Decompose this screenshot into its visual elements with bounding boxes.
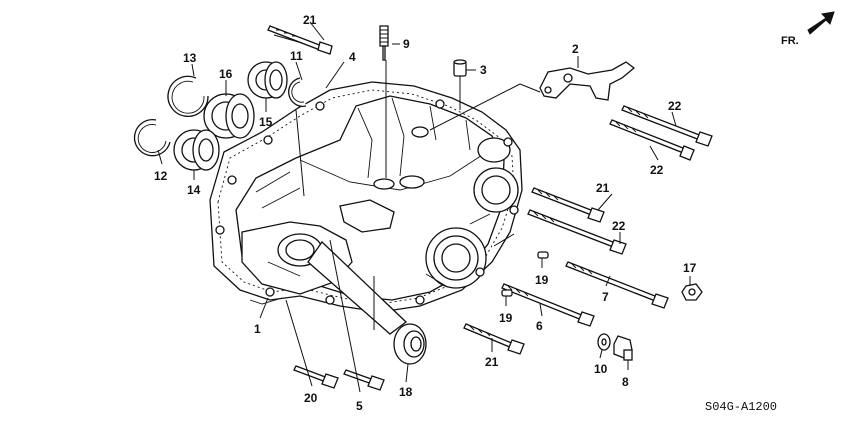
- bolt-21-low: [463, 323, 525, 355]
- callout-21-mid: 21: [596, 181, 610, 195]
- callout-22-b: 22: [650, 163, 664, 177]
- bearing-14: [173, 129, 220, 171]
- plug-8: [613, 335, 633, 361]
- callouts: 1 2 3 4 5 6 7 8 9 10 11 12 13 14 15 16 1…: [154, 13, 697, 413]
- callout-6: 6: [536, 319, 543, 333]
- callout-10: 10: [594, 362, 608, 376]
- callout-15: 15: [259, 115, 273, 129]
- callout-17: 17: [683, 261, 697, 275]
- bolt-22-a: [609, 119, 695, 161]
- bolt-22-b: [621, 105, 713, 147]
- callout-16: 16: [219, 67, 233, 81]
- snap-ring-11: [288, 77, 307, 107]
- bolt-9-breather: [379, 25, 389, 61]
- callout-1: 1: [254, 322, 261, 336]
- bolt-7: [565, 261, 669, 309]
- callout-19-a: 19: [535, 273, 549, 287]
- callout-2: 2: [572, 42, 579, 56]
- bolt-20: [293, 365, 339, 389]
- oil-seal-18: [393, 323, 427, 365]
- bolt-21-mid: [531, 187, 605, 223]
- callout-22-a: 22: [668, 99, 682, 113]
- callout-22-c: 22: [612, 219, 626, 233]
- pin-19-a: [537, 251, 549, 259]
- callout-14: 14: [187, 183, 201, 197]
- bearing-15: [247, 61, 288, 99]
- bolt-6: [501, 283, 595, 327]
- bolt-21-top: [267, 25, 333, 55]
- snap-ring-13: [167, 75, 209, 117]
- callout-19-b: 19: [499, 311, 513, 325]
- callout-9: 9: [403, 37, 410, 51]
- callout-5: 5: [356, 399, 363, 413]
- front-direction-arrow: FR.: [781, 11, 835, 47]
- diagram-code: S04G-A1200: [705, 400, 777, 414]
- callout-3: 3: [480, 63, 487, 77]
- bolt-22-c: [527, 209, 627, 255]
- callout-13: 13: [183, 51, 197, 65]
- bolt-5: [343, 369, 385, 391]
- callout-12: 12: [154, 169, 168, 183]
- callout-18: 18: [399, 385, 413, 399]
- bracket-2: [539, 61, 636, 101]
- callout-21-top: 21: [303, 13, 317, 27]
- callout-4: 4: [349, 50, 356, 64]
- callout-8: 8: [622, 375, 629, 389]
- callout-7: 7: [602, 290, 609, 304]
- snap-ring-12: [133, 119, 171, 157]
- transmission-housing: [209, 81, 523, 335]
- front-direction-label: FR.: [781, 35, 799, 47]
- callout-20: 20: [304, 391, 318, 405]
- washer-10: [597, 333, 611, 351]
- leader-lines: [157, 21, 691, 393]
- pin-19-b: [501, 289, 513, 297]
- cap-3: [453, 59, 467, 77]
- nut-17: [681, 283, 703, 301]
- callout-21-low: 21: [485, 355, 499, 369]
- callout-11: 11: [290, 49, 303, 63]
